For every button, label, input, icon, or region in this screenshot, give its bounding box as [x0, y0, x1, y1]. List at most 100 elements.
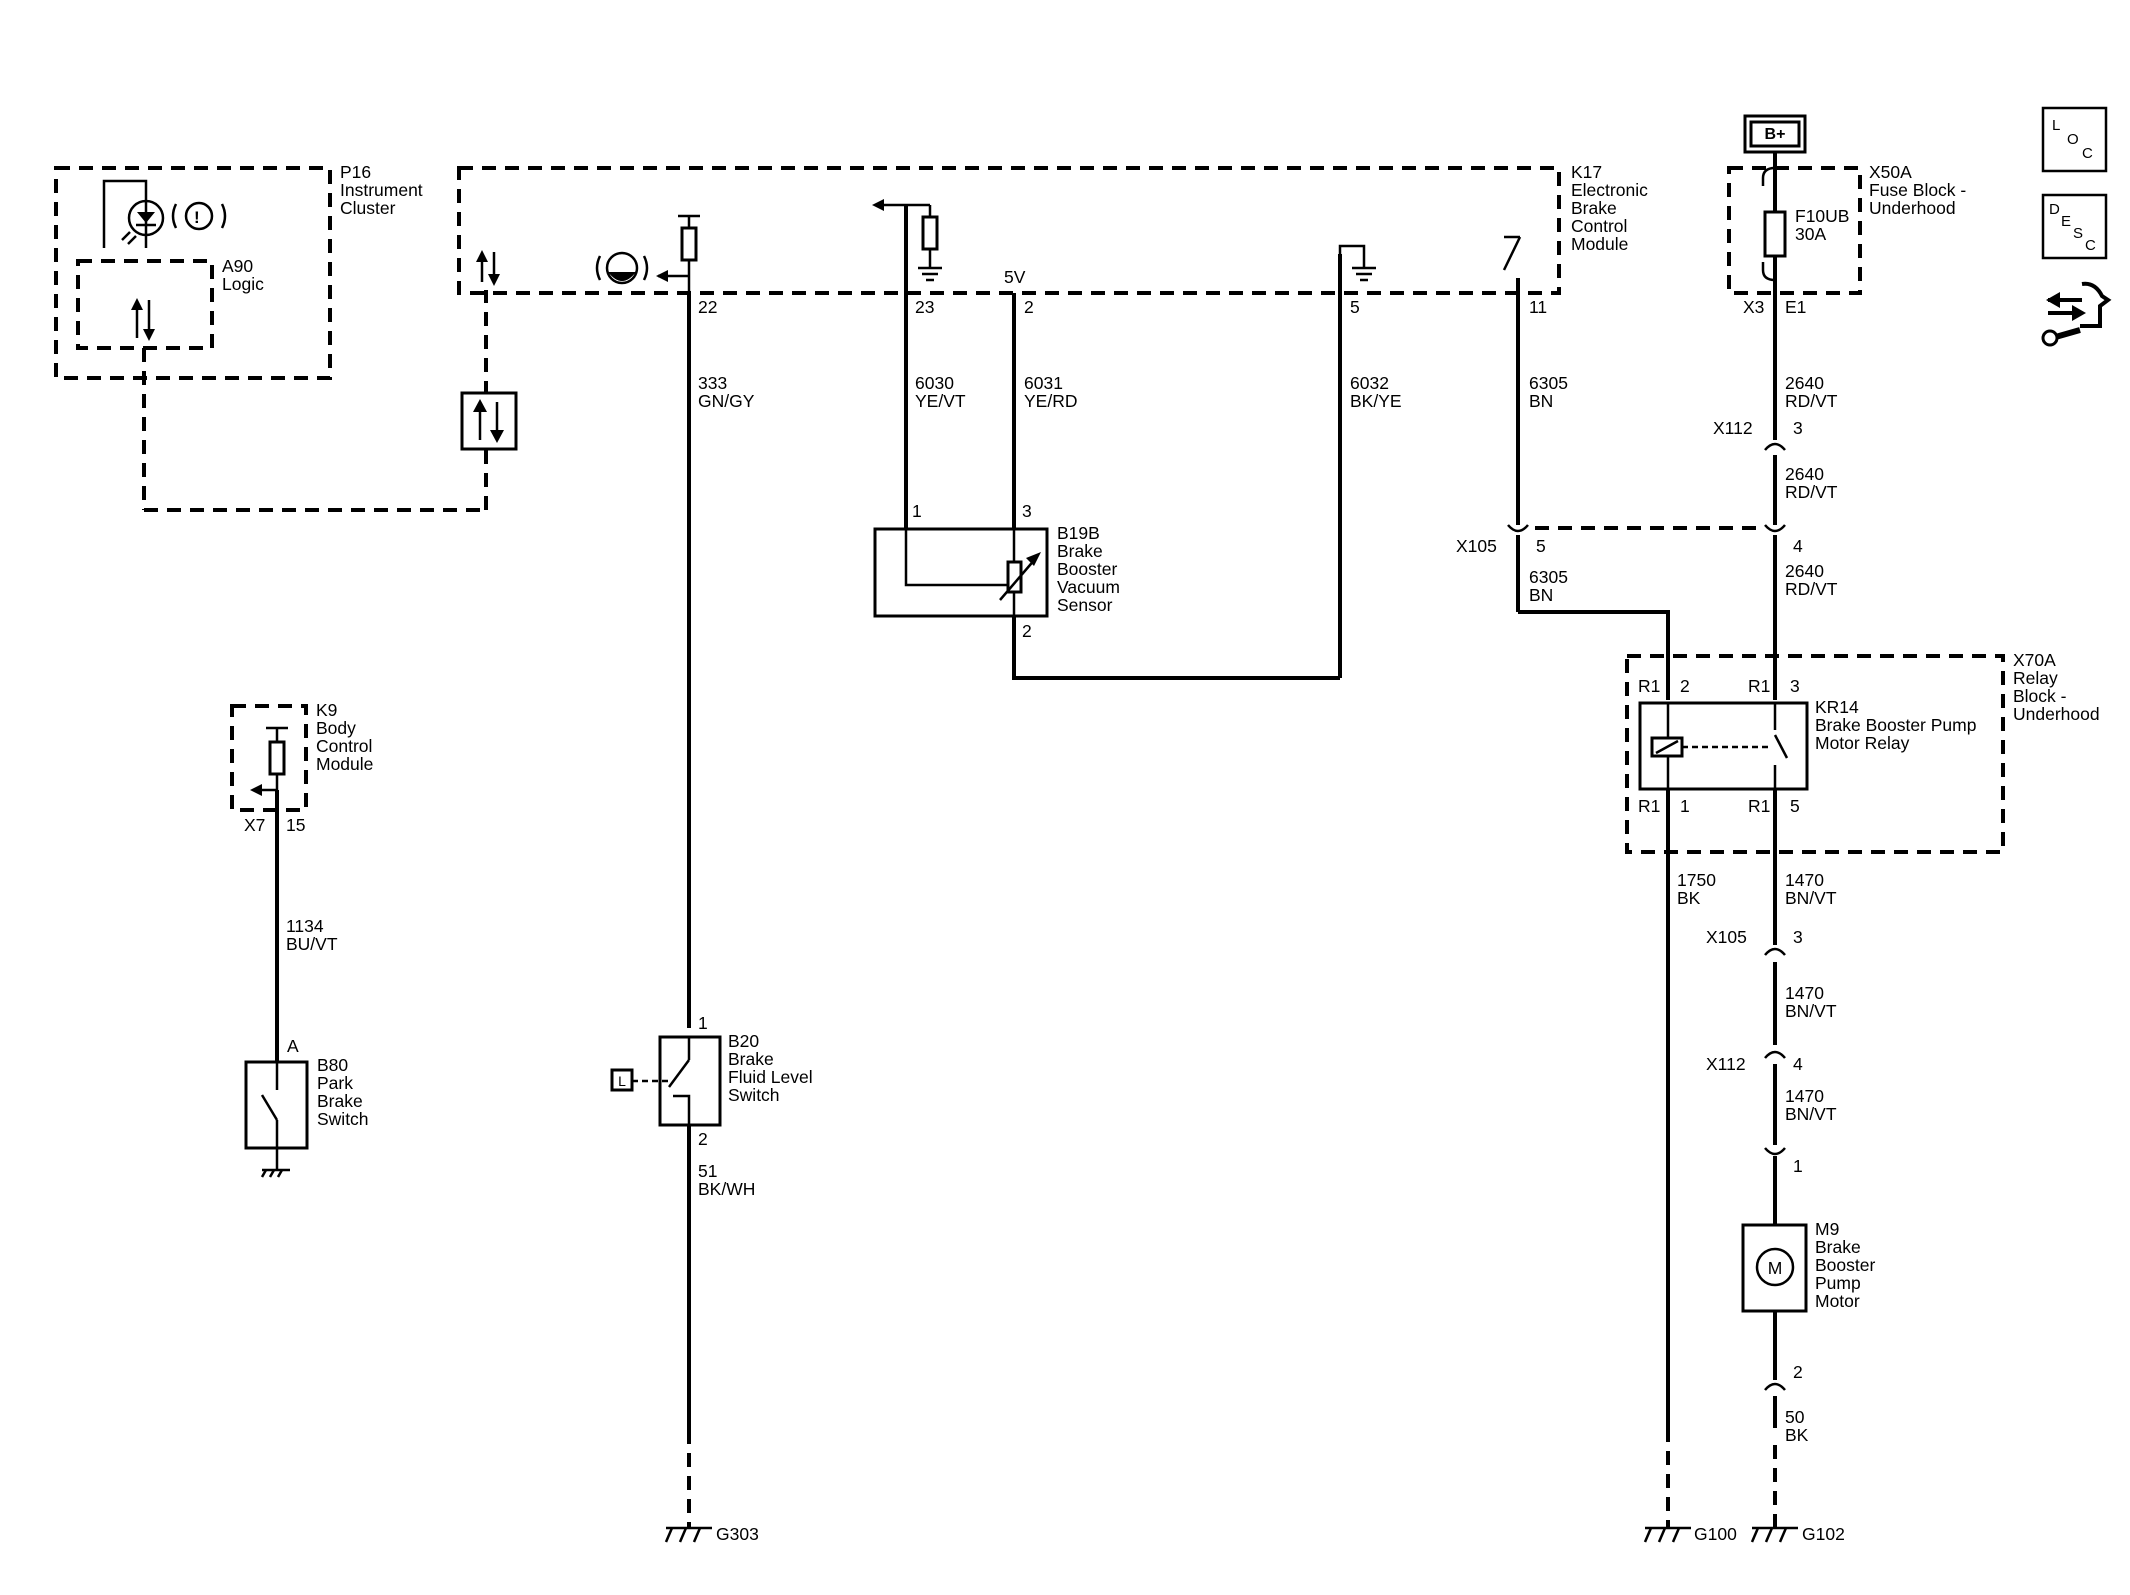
svg-text:BN/VT: BN/VT [1785, 1104, 1837, 1124]
svg-text:G102: G102 [1802, 1524, 1845, 1544]
svg-text:BN: BN [1529, 391, 1553, 411]
svg-text:1134: 1134 [286, 916, 324, 936]
svg-text:R1: R1 [1638, 796, 1660, 816]
svg-text:11: 11 [1529, 297, 1547, 317]
svg-text:Relay: Relay [2013, 668, 2058, 688]
svg-text:1: 1 [1680, 796, 1690, 816]
svg-text:BK: BK [1677, 888, 1701, 908]
svg-text:Sensor: Sensor [1057, 595, 1113, 615]
description-icon[interactable]: D E S C [2041, 193, 2108, 260]
svg-text:P16: P16 [340, 162, 371, 182]
svg-text:RD/VT: RD/VT [1785, 482, 1838, 502]
svg-text:1: 1 [698, 1013, 708, 1033]
svg-text:Fluid Level: Fluid Level [728, 1067, 813, 1087]
svg-text:R1: R1 [1638, 676, 1660, 696]
svg-text:D: D [2049, 201, 2060, 218]
svg-text:15: 15 [286, 815, 305, 835]
svg-text:Fuse Block -: Fuse Block - [1869, 180, 1966, 200]
svg-text:Underhood: Underhood [2013, 704, 2100, 724]
svg-text:K17: K17 [1571, 162, 1602, 182]
svg-text:333: 333 [698, 373, 727, 393]
svg-text:1750: 1750 [1677, 870, 1716, 890]
svg-text:4: 4 [1793, 1054, 1803, 1074]
svg-text:Cluster: Cluster [340, 198, 396, 218]
svg-text:6032: 6032 [1350, 373, 1389, 393]
brake-warning-indicator-icon: ! [102, 179, 227, 248]
svg-text:RD/VT: RD/VT [1785, 391, 1838, 411]
svg-text:3: 3 [1793, 927, 1803, 947]
svg-text:K9: K9 [316, 700, 337, 720]
svg-text:30A: 30A [1795, 224, 1826, 244]
troubleshoot-icon[interactable] [2041, 281, 2112, 347]
svg-text:X3: X3 [1743, 297, 1764, 317]
ground-g102: G102 [1750, 1445, 1845, 1544]
svg-text:Motor Relay: Motor Relay [1815, 733, 1910, 753]
svg-text:2640: 2640 [1785, 561, 1824, 581]
svg-text:C: C [2082, 145, 2093, 162]
ground-g303: G303 [664, 1430, 759, 1544]
svg-text:Control: Control [1571, 216, 1627, 236]
svg-text:M: M [1768, 1258, 1783, 1278]
svg-text:L: L [2052, 117, 2060, 134]
svg-text:GN/GY: GN/GY [698, 391, 755, 411]
p16-instrument-cluster: P16 Instrument Cluster [54, 162, 423, 380]
serial-data-bus-icon [460, 391, 518, 451]
svg-text:Brake: Brake [1057, 541, 1103, 561]
svg-text:2640: 2640 [1785, 464, 1824, 484]
svg-text:YE/VT: YE/VT [915, 391, 966, 411]
svg-text:BK/YE: BK/YE [1350, 391, 1402, 411]
svg-text:Booster: Booster [1057, 559, 1117, 579]
svg-text:1470: 1470 [1785, 870, 1824, 890]
k17-ebcm: K17 Electronic Brake Control Module [457, 162, 1648, 295]
svg-text:BU/VT: BU/VT [286, 934, 338, 954]
svg-text:Logic: Logic [222, 274, 264, 294]
svg-text:Motor: Motor [1815, 1291, 1860, 1311]
svg-text:Body: Body [316, 718, 356, 738]
svg-text:Brake: Brake [1815, 1237, 1861, 1257]
svg-text:3: 3 [1790, 676, 1800, 696]
svg-text:X70A: X70A [2013, 650, 2056, 670]
svg-text:Booster: Booster [1815, 1255, 1875, 1275]
svg-text:22: 22 [698, 297, 717, 317]
svg-text:B19B: B19B [1057, 523, 1100, 543]
svg-text:Brake Booster Pump: Brake Booster Pump [1815, 715, 1976, 735]
svg-text:BN/VT: BN/VT [1785, 888, 1837, 908]
svg-text:A90: A90 [222, 256, 253, 276]
a90-data-arrows-icon [131, 298, 155, 341]
svg-text:2: 2 [1680, 676, 1690, 696]
svg-text:Instrument: Instrument [340, 180, 423, 200]
svg-text:X112: X112 [1706, 1054, 1746, 1074]
svg-text:Park: Park [317, 1073, 353, 1093]
circuit-2640-feed: 2640 RD/VT X112 3 2640 RD/VT 4 2640 RD/V… [1713, 293, 1838, 700]
svg-text:2640: 2640 [1785, 373, 1824, 393]
svg-text:R1: R1 [1748, 676, 1770, 696]
k17-pin2-circuit: 5V 2 6031 YE/RD [1004, 267, 1077, 535]
k17-pin5-circuit: 5 6032 BK/YE [1338, 244, 1402, 678]
svg-text:2: 2 [698, 1129, 708, 1149]
svg-text:Module: Module [316, 754, 373, 774]
b19b-vacuum-sensor: B19B Brake Booster Vacuum Sensor 1 3 2 [873, 501, 1340, 680]
svg-text:50: 50 [1785, 1407, 1805, 1427]
svg-text:5: 5 [1790, 796, 1800, 816]
svg-text:2: 2 [1793, 1362, 1803, 1382]
svg-text:3: 3 [1022, 501, 1032, 521]
k17-data-arrows-icon [476, 250, 500, 286]
svg-text:1470: 1470 [1785, 1086, 1824, 1106]
svg-text:O: O [2067, 131, 2079, 148]
svg-text:R1: R1 [1748, 796, 1770, 816]
circuit-1750: 1750 BK [1666, 789, 1716, 1428]
svg-text:Vacuum: Vacuum [1057, 577, 1120, 597]
svg-text:X112: X112 [1713, 418, 1753, 438]
svg-text:E: E [2061, 213, 2071, 230]
a90-logic: A90 Logic [76, 256, 264, 350]
ground-g100: G100 [1643, 1428, 1737, 1544]
x70a-relay-block: X70A Relay Block - Underhood [1625, 650, 2100, 854]
svg-text:B80: B80 [317, 1055, 348, 1075]
location-icon[interactable]: L O C [2041, 106, 2108, 173]
svg-text:X7: X7 [244, 815, 265, 835]
k17-pin11-circuit: 11 6305 BN [1502, 235, 1568, 525]
svg-text:S: S [2073, 225, 2083, 242]
svg-text:L: L [618, 1073, 626, 1089]
svg-text:B20: B20 [728, 1031, 759, 1051]
f10ub-fuse: F10UB 30A X3 E1 [1743, 152, 1849, 317]
